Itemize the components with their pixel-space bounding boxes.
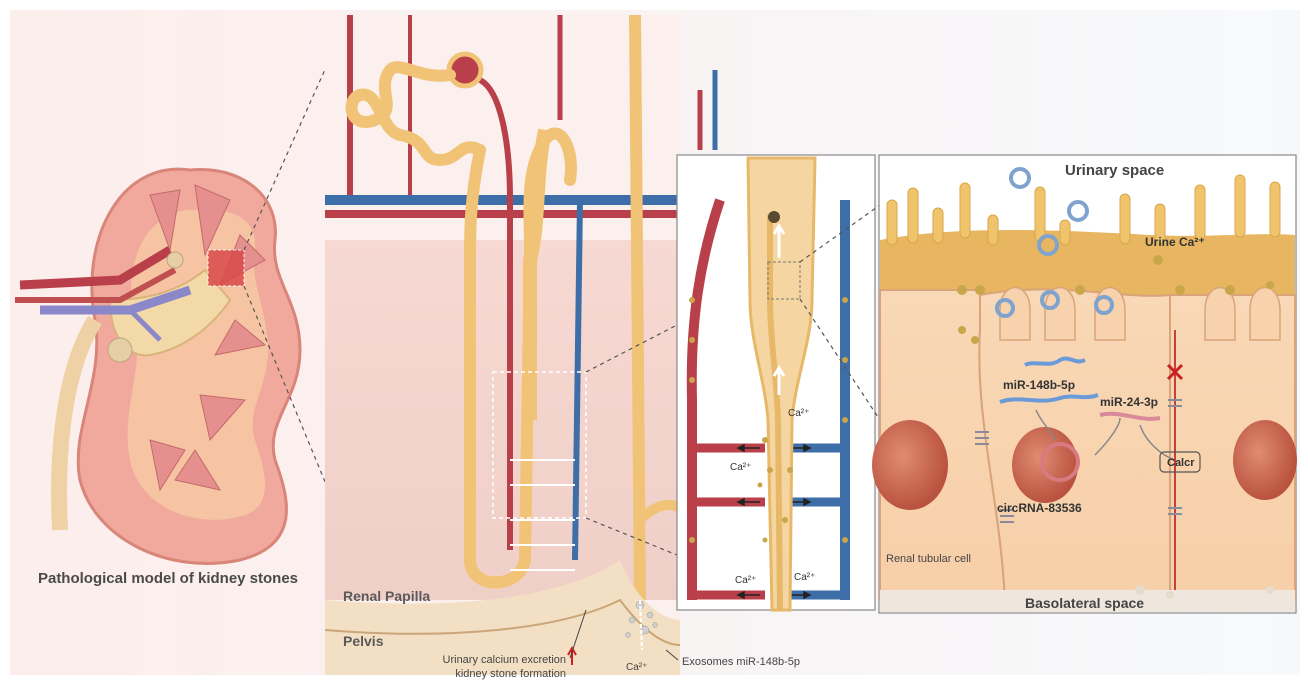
exosomes-label: Exosomes miR-148b-5p [682, 656, 800, 668]
nucleus-left [872, 420, 948, 510]
zoom-ca-label-2: Ca²⁺ [730, 462, 751, 473]
urinary-calcium-label: Urinary calcium excretion [443, 654, 566, 666]
renal-tubular-cell-label: Renal tubular cell [886, 553, 971, 565]
zoom-ca-label-1: Ca²⁺ [788, 408, 809, 419]
zoom-ca-label-3: Ca²⁺ [735, 575, 756, 586]
glomerulus [449, 54, 481, 86]
kidney-zoom-box [208, 250, 244, 286]
mir24-label: miR-24-3p [1100, 395, 1158, 409]
stone-formation-label: kidney stone formation [455, 668, 566, 680]
nucleus-right [1233, 420, 1297, 500]
pelvis-label: Pelvis [343, 633, 384, 649]
zoom-ca-label-4: Ca²⁺ [794, 572, 815, 583]
urine-ca-label: Urine Ca²⁺ [1145, 235, 1205, 249]
nephron-panel [325, 15, 715, 675]
kidney-caption: Pathological model of kidney stones [38, 570, 298, 587]
papilla-ca-label: Ca²⁺ [626, 662, 647, 673]
cell-panel [872, 155, 1297, 613]
urinary-space-label: Urinary space [1065, 162, 1164, 179]
tubule-zoom-panel [677, 155, 875, 610]
nucleus-center [1012, 427, 1078, 503]
mir148-label: miR-148b-5p [1003, 378, 1075, 392]
renal-papilla-label: Renal Papilla [343, 588, 430, 604]
circrna-label: circRNA-83536 [997, 501, 1082, 515]
calcr-label: Calcr [1167, 457, 1195, 469]
basolateral-space-label: Basolateral space [1025, 595, 1144, 611]
